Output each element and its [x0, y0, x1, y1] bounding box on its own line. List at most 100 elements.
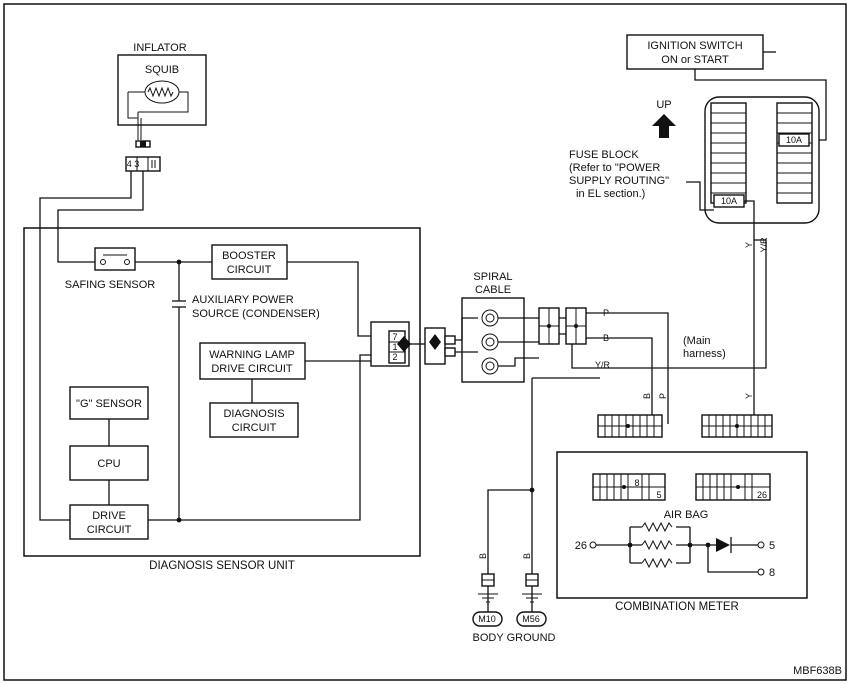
air-bag-label: AIR BAG [664, 509, 709, 521]
terminal-5-label: 5 [769, 540, 775, 552]
squib-leads [127, 91, 189, 140]
ground-icon [522, 593, 542, 603]
wire-y-lower-label: Y [744, 393, 754, 399]
terminal-8-label: 8 [769, 567, 775, 579]
figure-code: MBF638B [793, 665, 842, 677]
meter-harness-connectors [597, 414, 773, 438]
g-sensor-label: "G" SENSOR [76, 398, 142, 410]
connector-dot-icon [626, 424, 630, 428]
warning-lamp-diode-icon [716, 538, 730, 552]
spiral-label-line2: CABLE [475, 284, 511, 296]
inflator-plug-latch-icon [140, 141, 146, 147]
wire-spiral-in-1 [455, 317, 478, 341]
main-harness-label-line2: harness) [683, 348, 726, 360]
dsu-pin-1: 1 [392, 342, 397, 352]
wire-spiral-out [498, 317, 539, 367]
wire-y-label: Y [744, 242, 754, 248]
fuse-10a-left-label: 10A [721, 196, 737, 206]
squib-element [144, 80, 180, 104]
booster-label-line2: CIRCUIT [227, 264, 272, 276]
ground-m10-label: M10 [478, 614, 496, 624]
fuse-10a-right [778, 133, 810, 147]
wire-drive-to-connector [148, 354, 371, 521]
spiral-label-line1: SPIRAL [473, 271, 512, 283]
combination-meter-caption: COMBINATION METER [615, 601, 739, 613]
ground-wire-b-label: B [478, 553, 488, 559]
connector-dot-icon [736, 485, 740, 489]
wire-p-label: P [603, 308, 609, 318]
outer-frame [3, 3, 847, 681]
up-label: UP [656, 99, 671, 111]
fuse-block-label-line1: FUSE BLOCK [569, 149, 639, 161]
wire-ignition-to-fuse [694, 69, 827, 141]
connector-dot-icon [622, 485, 626, 489]
booster-label-line1: BOOSTER [222, 250, 276, 262]
resistor-icon [641, 521, 673, 533]
meter-pin-5: 5 [656, 490, 661, 500]
ignition-label-line2: ON or START [661, 54, 729, 66]
junction-dot [176, 259, 182, 265]
connector-dot-icon [547, 324, 551, 328]
wire-term-8 [707, 545, 758, 573]
ignition-label-line1: IGNITION SWITCH [647, 40, 742, 52]
wire-p [586, 312, 669, 424]
safing-sensor [94, 247, 136, 271]
meter-pin-26: 26 [757, 490, 767, 500]
ground-m56-badge [516, 611, 547, 627]
squib-label: SQUIB [145, 64, 179, 76]
wire-booster-to-connector [287, 261, 371, 337]
wire-p-vertical-label: P [658, 393, 668, 399]
fuse-block-label-line4: in EL section.) [576, 188, 645, 200]
resistor-icon [641, 557, 673, 569]
junction-dot [529, 487, 535, 493]
terminal-8 [757, 568, 765, 576]
inflator-label: INFLATOR [133, 42, 186, 54]
wire-b-vertical-label: B [642, 393, 652, 399]
power-supply: IGNITION SWITCH ON or START UP FUSE BLOC… [569, 34, 827, 424]
diagnosis-sensor-unit-frame [23, 227, 421, 557]
fuse-10a-right-label: 10A [786, 135, 802, 145]
wire-b-ground-m10 [487, 489, 532, 612]
ignition-switch [626, 34, 764, 70]
diagnosis-label-line2: CIRCUIT [232, 422, 277, 434]
combination-meter-frame [556, 451, 808, 599]
wire-yr [571, 239, 767, 369]
spiral-cable: SPIRAL CABLE [409, 271, 587, 383]
meter-pin-8: 8 [634, 478, 639, 488]
wire-squib-to-safing [57, 171, 144, 263]
body-ground-label: BODY GROUND [473, 632, 556, 644]
wire-b [586, 337, 653, 424]
dsu-pin-2: 2 [392, 352, 397, 362]
aux-power-label-line2: SOURCE (CONDENSER) [192, 308, 320, 320]
fuse-callout-line [686, 181, 714, 211]
ground-m10-badge [472, 611, 503, 627]
wire-yr-label: Y/R [595, 360, 611, 370]
diagnosis-sensor-unit-caption: DIAGNOSIS SENSOR UNIT [149, 560, 295, 572]
drive-circuit [69, 504, 149, 540]
squib-resistor-icon [147, 86, 174, 98]
main-harness: P B Y/R (Main harness) B P B B [478, 239, 767, 612]
connector-dot-icon [574, 324, 578, 328]
combination-meter: COMBINATION METER 8 5 26 AIR BAG 26 5 [556, 451, 808, 613]
drive-label-line1: DRIVE [92, 510, 126, 522]
spiral-input-lock-icon [429, 334, 441, 350]
connector-dot-icon [735, 424, 739, 428]
warning-lamp-drive-circuit [199, 342, 306, 380]
aux-power-label-line1: AUXILIARY POWER [192, 294, 294, 306]
spiral-cable-box [461, 297, 525, 383]
dsu-pin-7: 7 [392, 332, 397, 342]
warning-lamp-label-line2: DRIVE CIRCUIT [211, 363, 293, 375]
cpu-label: CPU [97, 458, 120, 470]
diagnosis-sensor-unit: DIAGNOSIS SENSOR UNIT SAFING SENSOR BOOS… [23, 227, 421, 572]
wire-connector-bridge [559, 317, 566, 335]
ground-wire-b-label: B [522, 553, 532, 559]
inflator-connector-pins: 4 3 [127, 159, 140, 169]
warning-lamp-label-line1: WARNING LAMP [209, 349, 295, 361]
wire-yr-vertical-label: Y/R [759, 237, 769, 253]
inflator-box [117, 54, 207, 126]
diagnosis-circuit [209, 402, 299, 438]
inflator: INFLATOR SQUIB 4 3 [117, 42, 207, 172]
ground-icon [478, 593, 498, 603]
diagnosis-label-line1: DIAGNOSIS [223, 408, 284, 420]
